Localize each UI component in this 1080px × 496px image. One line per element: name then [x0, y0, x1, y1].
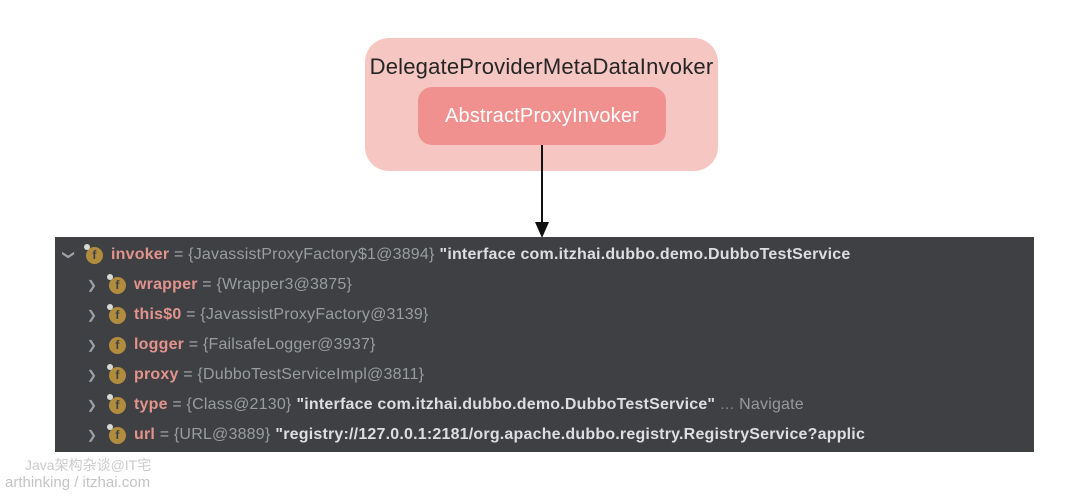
variable-name: this$0 [134, 306, 182, 323]
equals-sign: = [155, 426, 174, 443]
variable-row[interactable]: ❯ f this$0 = {JavassistProxyFactory@3139} [55, 300, 1034, 330]
inner-class-box: AbstractProxyInvoker [418, 87, 666, 145]
final-field-dot [107, 273, 113, 280]
final-field-dot [107, 363, 113, 370]
inner-class-label: AbstractProxyInvoker [444, 104, 640, 127]
variable-value: {JavassistProxyFactory$1@3894} [188, 246, 435, 263]
field-icon: f [107, 423, 126, 444]
field-icon: f [107, 303, 126, 324]
final-field-dot [84, 243, 90, 250]
equals-sign: = [178, 366, 198, 383]
field-icon: f [107, 393, 126, 414]
field-icon: f [107, 363, 126, 384]
chevron-right-icon[interactable]: ❯ [86, 428, 98, 442]
variable-name: logger [134, 336, 185, 353]
chevron-right-icon[interactable]: ❯ [86, 338, 98, 352]
variable-value: {FailsafeLogger@3937} [202, 336, 376, 353]
variable-string-value: "registry://127.0.0.1:2181/org.apache.du… [275, 426, 866, 443]
equals-sign: = [197, 276, 217, 293]
final-field-dot [107, 423, 113, 430]
navigate-link[interactable]: Navigate [739, 396, 804, 413]
variable-value: {Wrapper3@3875} [216, 276, 352, 293]
field-icon: f [107, 273, 126, 294]
arrow-down-icon [535, 145, 549, 238]
variable-value: {Class@2130} [186, 396, 292, 413]
variable-string-value: "interface com.itzhai.dubbo.demo.DubboTe… [296, 396, 716, 413]
field-icon: f [109, 336, 126, 354]
chevron-right-icon[interactable]: ❯ [86, 368, 98, 382]
watermark-line2: arthinking / itzhai.com [5, 474, 151, 491]
field-icon: f [84, 243, 103, 264]
final-field-dot [107, 393, 113, 400]
variable-string-value: "interface com.itzhai.dubbo.demo.DubboTe… [439, 246, 851, 263]
chevron-right-icon[interactable]: ❯ [86, 278, 98, 292]
variable-value: {URL@3889} [173, 426, 271, 443]
variable-value: {DubboTestServiceImpl@3811} [197, 366, 425, 383]
debugger-variables-panel: ❯ f invoker = {JavassistProxyFactory$1@389… [55, 237, 1034, 452]
chevron-right-icon[interactable]: ❯ [86, 398, 98, 412]
chevron-right-icon[interactable]: ❯ [86, 308, 98, 322]
variable-name: invoker [111, 246, 170, 263]
final-field-dot [107, 303, 113, 310]
variable-name: wrapper [134, 276, 198, 293]
variable-name: url [134, 426, 156, 443]
ellipsis-text: ... [720, 396, 735, 413]
equals-sign: = [169, 246, 189, 263]
variable-name: type [134, 396, 168, 413]
equals-sign: = [184, 336, 203, 353]
outer-class-label: DelegateProviderMetaDataInvoker [369, 54, 714, 79]
variable-row[interactable]: ❯ f invoker = {JavassistProxyFactory$1@389… [55, 240, 1034, 270]
equals-sign: = [167, 396, 187, 413]
variable-value: {JavassistProxyFactory@3139} [200, 306, 429, 323]
variable-name: proxy [134, 366, 179, 383]
equals-sign: = [181, 306, 201, 323]
watermark-line1: Java架构杂谈@IT宅 [25, 457, 152, 473]
chevron-down-icon[interactable]: ❯ [62, 249, 76, 261]
variable-row[interactable]: ❯ f wrapper = {Wrapper3@3875} [55, 270, 1034, 300]
